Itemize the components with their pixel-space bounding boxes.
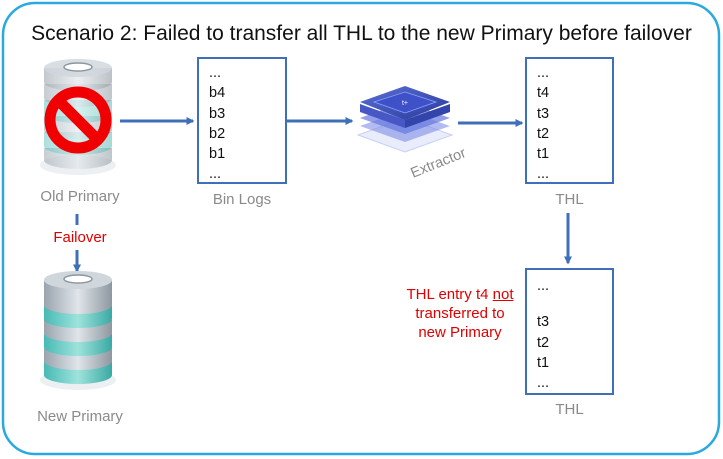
note-line3: new Primary — [418, 324, 502, 341]
thl-source-entry: ... — [537, 65, 550, 81]
page-title: Scenario 2: Failed to transfer all THL t… — [31, 22, 692, 45]
binlog-entry: b4 — [209, 85, 226, 102]
thl-target-box: ... t3 t2 t1... — [525, 268, 614, 395]
binlogs-label: Bin Logs — [212, 191, 272, 208]
thl-target-label: THL — [555, 401, 584, 418]
thl-target-entry: t3 — [537, 314, 550, 331]
extractor-label: Extractor — [409, 145, 469, 182]
missing-entry-gap — [537, 296, 612, 312]
thl-source-box: ... t4 t3 t2 t1... — [525, 57, 614, 184]
binlog-entry: ... — [209, 65, 222, 81]
new-primary-label: New Primary — [37, 408, 123, 425]
thl-source-label: THL — [555, 191, 584, 208]
thl-target-entry: t1 — [537, 354, 550, 371]
note-line1-prefix: THL entry t4 — [406, 286, 493, 303]
prohibited-icon — [44, 86, 112, 154]
thl-source-entry: t4 — [537, 85, 550, 102]
thl-source-entry: t1 — [537, 146, 550, 163]
thl-target-entry: ... — [537, 278, 550, 294]
thl-target-entry: ... — [537, 375, 550, 392]
note-line1-emphasis: not — [492, 286, 514, 303]
binlog-entry: b3 — [209, 105, 226, 122]
binlogs-box: ... b4 b3 b2 b1... — [197, 57, 287, 184]
binlog-entry: b1 — [209, 146, 226, 163]
thl-target-entry: t2 — [537, 334, 550, 351]
failover-label: Failover — [53, 229, 107, 246]
new-primary-database-icon — [40, 271, 116, 390]
extractor-icon: t+ — [356, 86, 454, 153]
old-primary-label: Old Primary — [40, 188, 120, 205]
thl-source-entry: t3 — [537, 105, 550, 122]
note-line2: transferred to — [415, 305, 505, 322]
missing-entry-note: THL entry t4 not transferred to new Prim… — [385, 285, 535, 342]
extractor-chip-text: t+ — [402, 100, 408, 107]
binlog-entry: ... — [209, 166, 222, 183]
thl-source-entry: ... — [537, 166, 550, 183]
thl-source-entry: t2 — [537, 125, 550, 142]
binlog-entry: b2 — [209, 125, 226, 142]
